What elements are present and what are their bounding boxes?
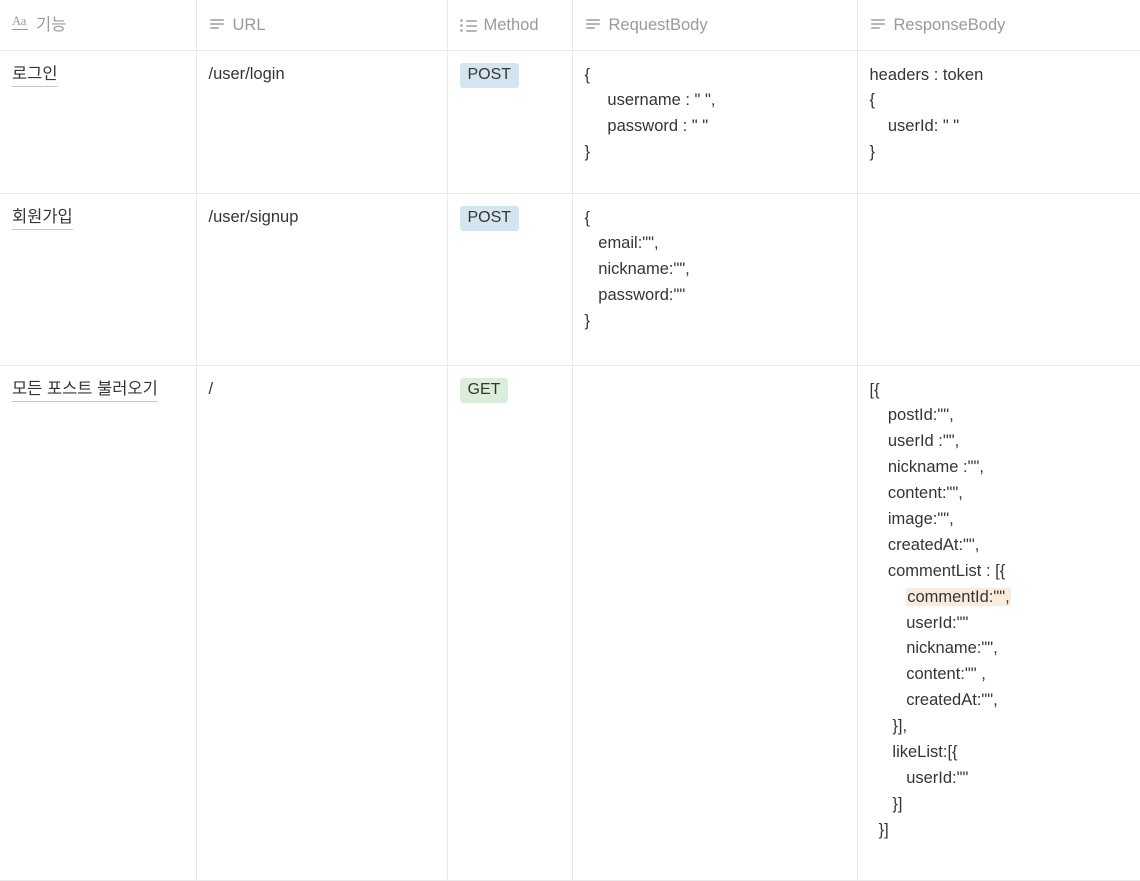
table-row: 로그인 /user/login POST { username : " ", p… (0, 50, 1140, 194)
code-line: userId:"" (869, 768, 969, 787)
cell-title[interactable]: 로그인 (0, 50, 197, 194)
url-value: /user/login (208, 64, 285, 83)
code-line: nickname:"", (869, 639, 998, 658)
column-header-url[interactable]: URL (196, 0, 448, 51)
code-line: }] (869, 794, 903, 813)
column-header-method-label: Method (483, 15, 539, 34)
column-header-title[interactable]: 기능 (0, 0, 197, 51)
code-line: } (584, 312, 591, 331)
method-tag: POST (459, 62, 520, 88)
request-body-code: { username : " ", password : " "} (585, 63, 847, 167)
table-body: 로그인 /user/login POST { username : " ", p… (0, 50, 1140, 881)
code-line: { (584, 208, 591, 227)
column-header-method[interactable]: Method (447, 0, 573, 51)
table-row: 회원가입 /user/signup POST { email:"", nickn… (0, 193, 1140, 366)
column-header-responsebody-label: ResponseBody (893, 15, 1006, 34)
code-line: createdAt:"", (869, 691, 998, 710)
code-line: content:"" , (869, 665, 986, 684)
code-line: headers : token (869, 65, 984, 84)
multi-select-icon (459, 16, 477, 33)
page-title-link[interactable]: 로그인 (12, 63, 58, 87)
table-header: 기능 URL Method RequestBody (0, 0, 1140, 51)
cell-response-body[interactable] (857, 193, 1140, 366)
code-line: image:"", (869, 509, 954, 528)
cell-response-body[interactable]: [{ postId:"", userId :"", nickname :"", … (857, 365, 1140, 881)
column-header-title-label: 기능 (36, 15, 67, 34)
code-line: username : " ", (584, 91, 716, 110)
code-line: nickname :"", (869, 458, 984, 477)
cell-url[interactable]: /user/signup (196, 193, 448, 366)
url-value: / (208, 379, 214, 398)
cell-request-body[interactable]: { email:"", nickname:"", password:""} (572, 193, 858, 366)
url-value: /user/signup (208, 207, 299, 226)
request-body-code: { email:"", nickname:"", password:""} (585, 206, 847, 335)
code-line: [{ (869, 380, 880, 399)
response-body-code: [{ postId:"", userId :"", nickname :"", … (870, 378, 1131, 844)
code-line: userId:"" (869, 613, 969, 632)
code-line: userId :"", (869, 432, 960, 451)
code-line: }] (869, 820, 889, 839)
code-line: nickname:"", (584, 260, 690, 279)
text-lines-icon (585, 16, 602, 33)
cell-title[interactable]: 회원가입 (0, 193, 197, 366)
code-line: content:"", (869, 484, 963, 503)
code-line: password : " " (584, 117, 709, 136)
code-line: }], (869, 717, 908, 736)
code-line: userId: " " (869, 117, 960, 136)
column-header-url-label: URL (232, 15, 266, 34)
highlighted-text: commentId:"", (906, 587, 1011, 606)
method-tag: POST (459, 205, 520, 231)
cell-url[interactable]: / (196, 365, 448, 881)
code-line: { (869, 91, 876, 110)
text-lines-icon (870, 16, 887, 33)
code-line: createdAt:"", (869, 535, 980, 554)
cell-method[interactable]: POST (447, 193, 573, 366)
cell-request-body[interactable]: { username : " ", password : " "} (572, 50, 858, 194)
cell-url[interactable]: /user/login (196, 50, 448, 194)
cell-method[interactable]: GET (447, 365, 573, 881)
method-tag: GET (459, 377, 509, 403)
code-line: password:"" (584, 286, 686, 305)
code-line: commentId:"", (870, 585, 1131, 611)
page-title-link[interactable]: 회원가입 (12, 206, 73, 230)
code-line: } (584, 143, 591, 162)
text-lines-icon (209, 16, 226, 33)
code-line: commentList : [{ (869, 561, 1006, 580)
table-header-row: 기능 URL Method RequestBody (0, 0, 1140, 51)
code-line: email:"", (584, 234, 659, 253)
cell-method[interactable]: POST (447, 50, 573, 194)
code-line: } (869, 143, 876, 162)
column-header-responsebody[interactable]: ResponseBody (857, 0, 1140, 51)
response-body-code: headers : token { userId: " "} (870, 63, 1131, 167)
cell-response-body[interactable]: headers : token { userId: " "} (857, 50, 1140, 194)
title-aa-icon (12, 15, 29, 33)
page-title-link[interactable]: 모든 포스트 불러오기 (12, 378, 158, 402)
code-line: likeList:[{ (869, 742, 958, 761)
column-header-requestbody[interactable]: RequestBody (572, 0, 858, 51)
cell-request-body[interactable] (572, 365, 858, 881)
code-line: postId:"", (869, 406, 954, 425)
table-row: 모든 포스트 불러오기 / GET [{ postId:"", userId :… (0, 365, 1140, 881)
code-line: { (584, 65, 591, 84)
cell-title[interactable]: 모든 포스트 불러오기 (0, 365, 197, 881)
column-header-requestbody-label: RequestBody (608, 15, 708, 34)
